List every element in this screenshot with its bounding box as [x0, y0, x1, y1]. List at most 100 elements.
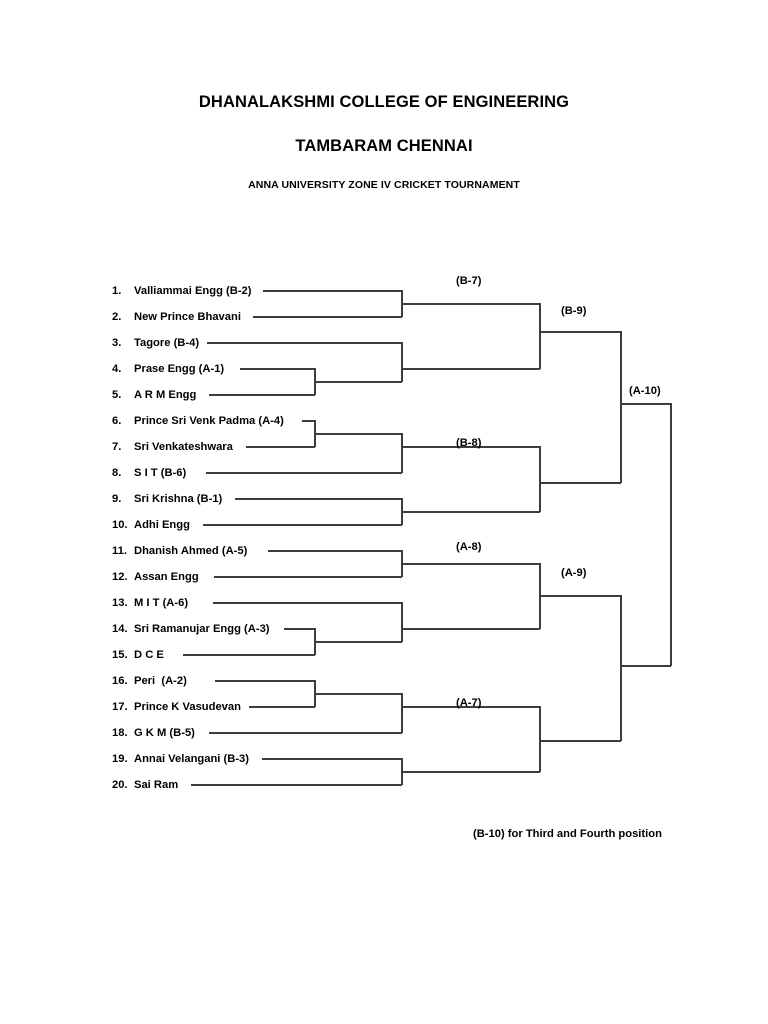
feed-team-3	[207, 342, 402, 344]
team-row[interactable]: 11. Dhanish Ahmed (A-5)	[112, 542, 247, 560]
team-number: 19.	[112, 753, 128, 765]
team-row[interactable]: 16.Peri (A-2)	[112, 672, 187, 690]
team-row[interactable]: 3. Tagore (B-4)	[112, 334, 199, 352]
team-number: 13.	[112, 597, 128, 609]
out-b7-top	[401, 303, 540, 305]
out-b9	[539, 331, 621, 333]
team-row[interactable]: 15. D C E	[112, 646, 164, 664]
team-row[interactable]: 19.Annai Velangani (B-3)	[112, 750, 249, 768]
team-name: Sri Krishna (B-1)	[134, 493, 223, 505]
round-label-b-8: (B-8)	[456, 437, 482, 449]
team-name: D C E	[134, 649, 164, 661]
team-number: 5.	[112, 389, 122, 401]
team-name: A R M Engg	[134, 389, 197, 401]
team-row[interactable]: 20. Sai Ram	[112, 776, 178, 794]
team-number: 4.	[112, 363, 122, 375]
team-number: 15.	[112, 649, 128, 661]
feed-team-11	[268, 550, 402, 552]
team-name: Sri Ramanujar Engg (A-3)	[134, 623, 270, 635]
team-row[interactable]: 13. M I T (A-6)	[112, 594, 188, 612]
join-67-8	[401, 433, 403, 473]
team-row[interactable]: 9. Sri Krishna (B-1)	[112, 490, 222, 508]
out-b8	[539, 482, 621, 484]
out-a7-bot	[401, 771, 540, 773]
round-label-b-7: (B-7)	[456, 275, 482, 287]
team-name: Dhanish Ahmed (A-5)	[134, 545, 248, 557]
join-b8	[539, 446, 541, 512]
tournament-subtitle: ANNA UNIVERSITY ZONE IV CRICKET TOURNAME…	[248, 179, 520, 191]
out-a8-top	[401, 563, 540, 565]
feed-team-8	[206, 472, 402, 474]
team-number: 9.	[112, 493, 122, 505]
round-label-a-8: (A-8)	[456, 541, 482, 553]
round-label-a-9: (A-9)	[561, 567, 587, 579]
team-name: Prase Engg (A-1)	[134, 363, 225, 375]
team-name: Valliammai Engg (B-2)	[134, 285, 252, 297]
out-a7	[539, 740, 621, 742]
team-number: 17.	[112, 701, 128, 713]
team-name: G K M (B-5)	[134, 727, 195, 739]
out-b7-bot	[401, 368, 540, 370]
team-row[interactable]: 8.S I T (B-6)	[112, 464, 186, 482]
feed-team-2	[253, 316, 402, 318]
out-b8-top	[401, 446, 540, 448]
join-3-45	[401, 342, 403, 382]
round-label-a-10: (A-10)	[629, 385, 661, 397]
team-number: 11.	[112, 545, 127, 557]
college-location: TAMBARAM CHENNAI	[295, 137, 473, 155]
team-name: Sai Ram	[134, 779, 179, 791]
team-name: Tagore (B-4)	[134, 337, 200, 349]
team-row[interactable]: 18. G K M (B-5)	[112, 724, 195, 742]
out-a10-top	[620, 403, 671, 405]
team-row[interactable]: 10. Adhi Engg	[112, 516, 190, 534]
feed-team-5	[209, 394, 315, 396]
out-16-17	[314, 693, 402, 695]
team-number: 12.	[112, 571, 128, 583]
team-name: Prince K Vasudevan	[134, 701, 241, 713]
out-a8-bot	[401, 628, 540, 630]
team-row[interactable]: 5. A R M Engg	[112, 386, 196, 404]
team-name: Peri (A-2)	[134, 675, 187, 687]
feed-team-12	[214, 576, 402, 578]
join-13-1415	[401, 602, 403, 642]
out-6-7	[314, 433, 402, 435]
join-b9-top	[539, 303, 541, 369]
team-number: 3.	[112, 337, 122, 349]
join-a7	[539, 706, 541, 772]
team-number: 20.	[112, 779, 128, 791]
team-number: 1.	[112, 285, 122, 297]
round-label-b-9: (B-9)	[561, 305, 587, 317]
team-row[interactable]: 17. Prince K Vasudevan	[112, 698, 241, 716]
team-name: Sri Venkateshwara	[134, 441, 233, 453]
feed-team-17	[249, 706, 315, 708]
team-row[interactable]: 2.New Prince Bhavani	[112, 308, 241, 326]
team-row[interactable]: 4. Prase Engg (A-1)	[112, 360, 224, 378]
team-row[interactable]: 14. Sri Ramanujar Engg (A-3)	[112, 620, 270, 638]
team-number: 18.	[112, 727, 128, 739]
out-b8-bot	[401, 511, 540, 513]
team-row[interactable]: 7.Sri Venkateshwara	[112, 438, 233, 456]
feed-team-6	[302, 420, 315, 422]
team-name: Adhi Engg	[134, 519, 190, 531]
join-a10	[670, 403, 672, 666]
out-14-15	[314, 641, 402, 643]
team-number: 8.	[112, 467, 122, 479]
feed-team-1	[263, 290, 402, 292]
feed-team-14	[284, 628, 315, 630]
join-a10-top	[620, 331, 622, 483]
join-a9	[620, 595, 622, 741]
team-name: M I T (A-6)	[134, 597, 189, 609]
team-row[interactable]: 6.Prince Sri Venk Padma (A-4)	[112, 412, 284, 430]
third-fourth-position-note: (B-10) for Third and Fourth position	[473, 828, 662, 840]
team-row[interactable]: 12.Assan Engg	[112, 568, 199, 586]
team-number: 10.	[112, 519, 128, 531]
feed-team-18	[209, 732, 402, 734]
team-number: 14.	[112, 623, 128, 635]
college-title: DHANALAKSHMI COLLEGE OF ENGINEERING	[198, 93, 570, 111]
feed-team-13	[213, 602, 402, 604]
join-1617-18	[401, 693, 403, 733]
team-row[interactable]: 1. Valliammai Engg (B-2)	[112, 282, 252, 300]
round-label-a-7: (A-7)	[456, 697, 482, 709]
team-number: 6.	[112, 415, 122, 427]
